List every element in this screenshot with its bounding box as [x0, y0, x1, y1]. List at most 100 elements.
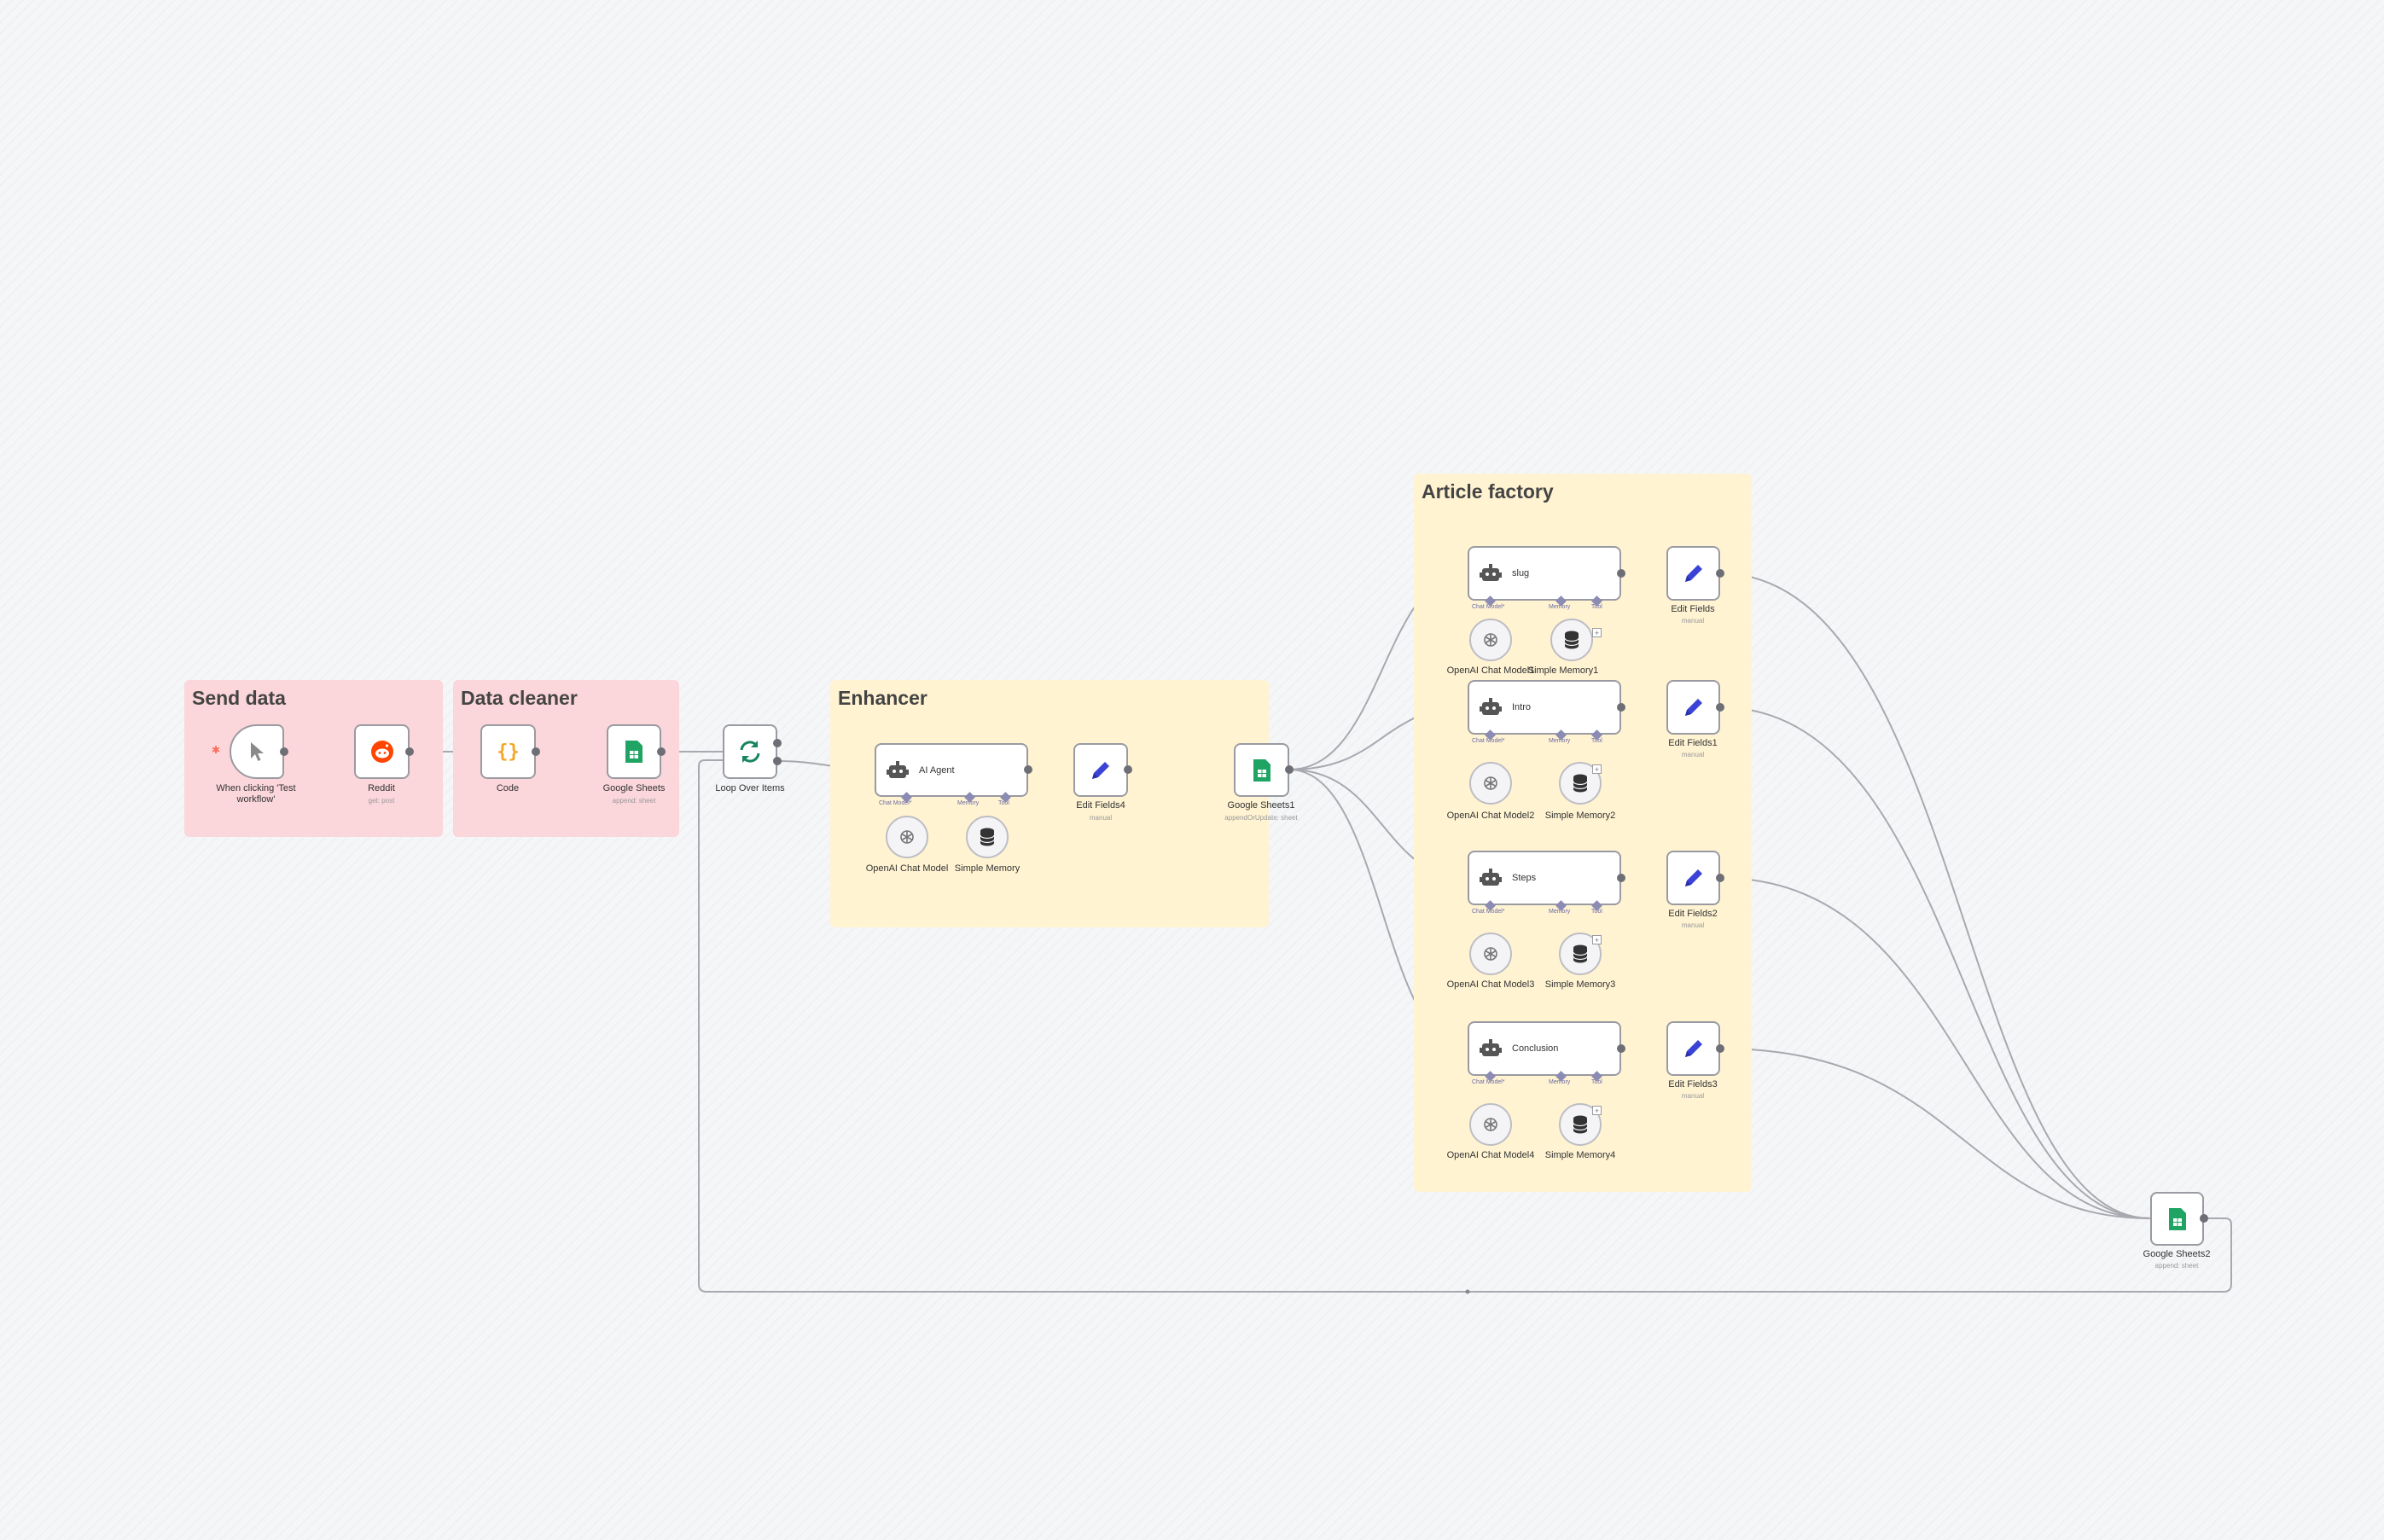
connection-edit2-sheets2 [1719, 877, 2151, 1219]
port-tool-label: Tool [1591, 1079, 1602, 1085]
node-sublabel: append: sheet [2154, 1262, 2199, 1270]
node-label: Reddit [368, 783, 395, 793]
node-google-sheets1[interactable] [1234, 743, 1289, 797]
sticky-title: Send data [192, 687, 286, 709]
connection-edit1-sheets2 [1719, 706, 2151, 1219]
sub-openai-chat-model1[interactable] [1469, 619, 1512, 661]
node-edit-fields3[interactable] [1666, 1021, 1720, 1076]
port-tool-label: Tool [1591, 604, 1602, 610]
code-braces-icon: {} [497, 741, 520, 763]
output-handle-loop[interactable] [773, 757, 782, 765]
output-handle[interactable] [1617, 874, 1625, 882]
node-edit-fields2[interactable] [1666, 851, 1720, 905]
node-google-sheets[interactable] [607, 724, 661, 779]
output-handle[interactable] [657, 747, 666, 756]
node-label: Simple Memory2 [1544, 811, 1616, 821]
node-edit-fields1[interactable] [1666, 680, 1720, 735]
database-icon [1573, 944, 1588, 963]
node-inline-label: Conclusion [1512, 1043, 1559, 1054]
database-icon [1573, 1115, 1588, 1134]
output-handle[interactable] [1716, 1044, 1724, 1053]
port-chat-model-label: Chat Model* [879, 800, 912, 806]
output-handle[interactable] [1617, 1044, 1625, 1053]
node-label: OpenAI Chat Model [865, 863, 949, 874]
google-sheets-icon [1253, 758, 1270, 782]
output-handle-done[interactable] [773, 739, 782, 747]
robot-icon [1480, 564, 1502, 581]
output-handle[interactable] [1716, 874, 1724, 882]
sub-openai-chat-model3[interactable] [1469, 933, 1512, 975]
node-label: Edit Fields3 [1668, 1079, 1718, 1090]
node-google-sheets2[interactable] [2150, 1192, 2204, 1246]
output-handle[interactable] [405, 747, 414, 756]
output-handle[interactable] [1617, 703, 1625, 712]
port-chat-model-label: Chat Model* [1472, 738, 1505, 744]
database-icon [1564, 631, 1579, 649]
add-tool-button[interactable]: + [1592, 628, 1602, 637]
node-label: Simple Memory1 [1527, 665, 1599, 676]
node-slug[interactable]: slug [1468, 546, 1621, 601]
sticky-title: Enhancer [838, 687, 927, 709]
node-sublabel: manual [1681, 1092, 1705, 1100]
node-label: When clicking 'Test workflow' [216, 783, 296, 805]
output-handle[interactable] [1716, 569, 1724, 578]
output-handle[interactable] [1124, 765, 1132, 774]
sub-simple-memory[interactable] [966, 816, 1009, 858]
sub-openai-chat-model[interactable] [886, 816, 928, 858]
port-chat-model-label: Chat Model* [1472, 604, 1505, 610]
output-handle[interactable] [1716, 703, 1724, 712]
node-ai-agent[interactable]: AI Agent [875, 743, 1028, 797]
sub-openai-chat-model4[interactable] [1469, 1103, 1512, 1146]
connection-loop-back [698, 759, 2232, 1293]
sub-simple-memory1[interactable] [1550, 619, 1593, 661]
port-chat-model-label: Chat Model* [1472, 1079, 1505, 1085]
output-handle[interactable] [2200, 1214, 2208, 1223]
add-tool-button[interactable]: + [1592, 1106, 1602, 1115]
output-handle[interactable] [1285, 765, 1294, 774]
node-sublabel: append: sheet [612, 797, 656, 805]
pencil-icon [1684, 869, 1702, 886]
node-trigger[interactable] [230, 724, 284, 779]
openai-icon [1484, 947, 1497, 961]
node-code[interactable]: {} [480, 724, 536, 779]
connection-edit-sheets2 [1719, 572, 2151, 1219]
cursor-icon [251, 742, 264, 761]
output-handle[interactable] [1617, 569, 1625, 578]
node-edit-fields4[interactable] [1073, 743, 1128, 797]
output-handle[interactable] [532, 747, 540, 756]
openai-icon [1484, 1118, 1497, 1131]
sticky-title: Article factory [1422, 480, 1554, 503]
port-memory-label: Memory [1549, 604, 1571, 610]
node-inline-label: slug [1512, 568, 1530, 578]
pencil-icon [1092, 761, 1109, 779]
robot-icon [1480, 1039, 1502, 1056]
node-label: Simple Memory3 [1544, 979, 1616, 990]
node-conclusion[interactable]: Conclusion [1468, 1021, 1621, 1076]
robot-icon [1480, 869, 1502, 886]
port-memory-label: Memory [1549, 738, 1571, 744]
node-edit-fields[interactable] [1666, 546, 1720, 601]
node-label: Google Sheets1 [1227, 800, 1295, 811]
node-inline-label: Intro [1512, 702, 1532, 712]
node-label: Simple Memory [954, 863, 1020, 874]
node-intro[interactable]: Intro [1468, 680, 1621, 735]
node-label: OpenAI Chat Model2 [1446, 811, 1535, 821]
robot-icon [1480, 698, 1502, 715]
pencil-icon [1684, 1040, 1702, 1057]
sub-openai-chat-model2[interactable] [1469, 762, 1512, 805]
google-sheets-icon [625, 741, 643, 763]
port-memory-label: Memory [1549, 909, 1571, 915]
add-tool-button[interactable]: + [1592, 764, 1602, 774]
add-tool-button[interactable]: + [1592, 935, 1602, 944]
output-handle[interactable] [280, 747, 288, 756]
trigger-start-mark: ✱ [212, 744, 221, 756]
loop-arrows-icon [740, 741, 760, 763]
node-steps[interactable]: Steps [1468, 851, 1621, 905]
sticky-title: Data cleaner [461, 687, 578, 709]
sticky-enhancer[interactable]: Enhancer [830, 680, 1269, 927]
node-reddit[interactable] [354, 724, 410, 779]
node-loop-over-items[interactable] [723, 724, 777, 779]
pencil-icon [1684, 565, 1702, 582]
output-handle[interactable] [1024, 765, 1032, 774]
